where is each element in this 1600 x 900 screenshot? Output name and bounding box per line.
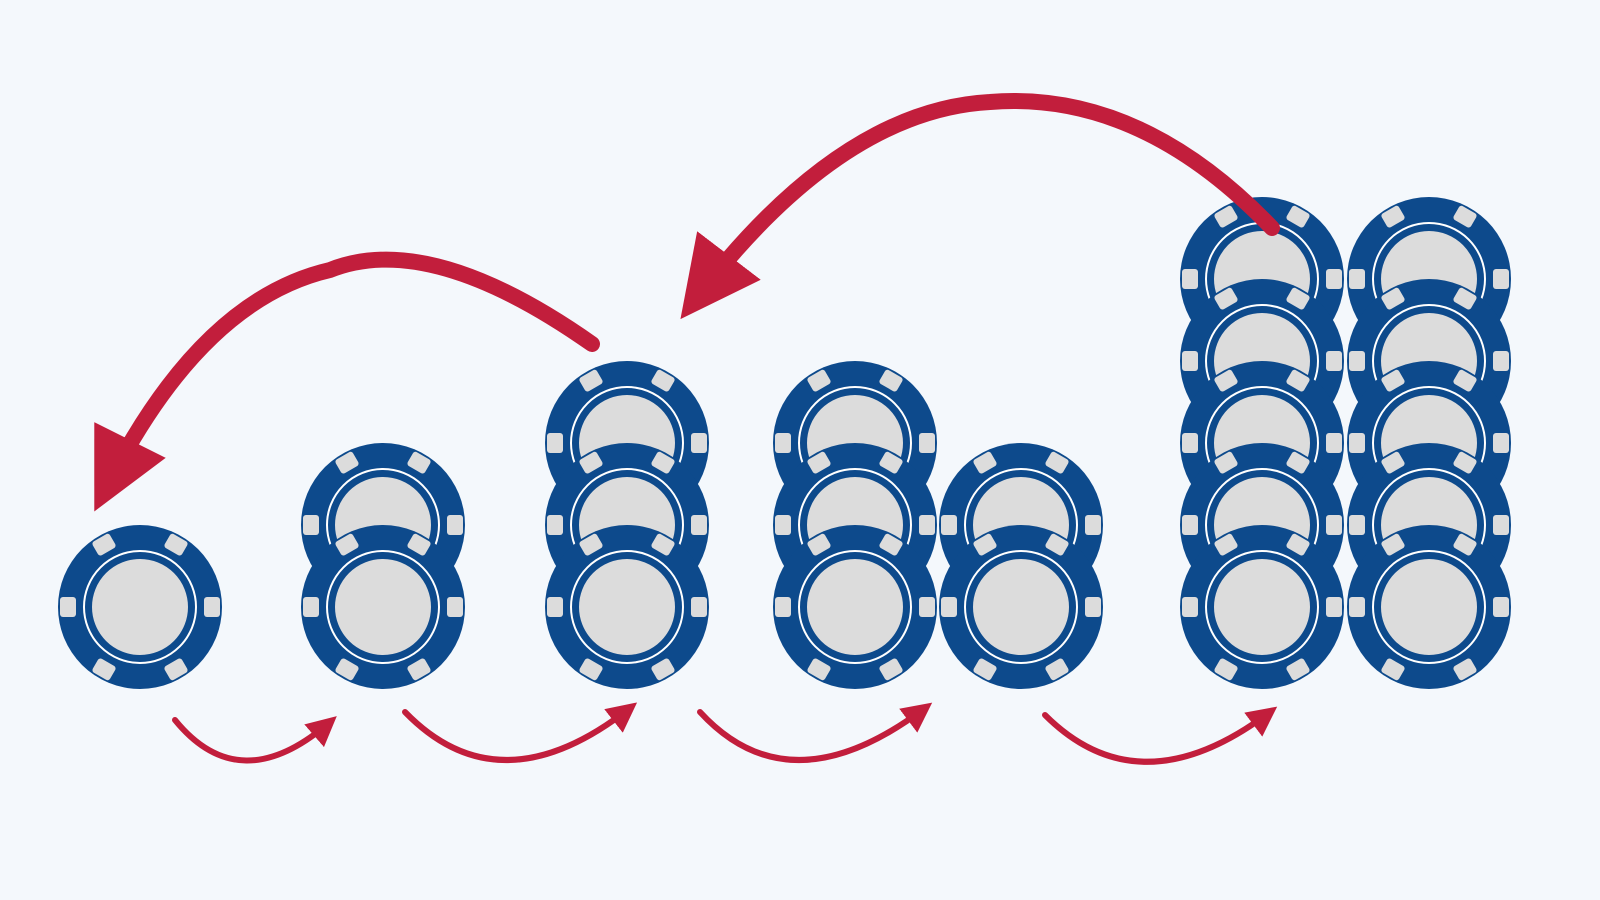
stack-3 — [545, 361, 709, 689]
poker-chip-icon — [773, 525, 937, 689]
stack-2 — [301, 443, 465, 689]
back-arrow-2 — [94, 251, 600, 512]
stack-4b — [939, 443, 1103, 689]
poker-chip-icon — [939, 525, 1103, 689]
chip-stacks — [58, 197, 1511, 689]
poker-chip-icon — [545, 525, 709, 689]
poker-chip-icon — [1180, 525, 1344, 689]
back-arrow-1 — [680, 93, 1280, 320]
stack-5b — [1347, 197, 1511, 689]
forward-arrow-2 — [402, 702, 638, 763]
forward-arrow-4 — [1042, 706, 1278, 765]
forward-arrow-1 — [172, 716, 337, 764]
forward-arrow-3 — [697, 702, 933, 763]
arrows — [94, 93, 1280, 765]
poker-chip-icon — [301, 525, 465, 689]
stack-4a — [773, 361, 937, 689]
poker-chip-icon — [1347, 525, 1511, 689]
stack-1 — [58, 525, 222, 689]
stack-5a — [1180, 197, 1344, 689]
poker-chip-icon — [58, 525, 222, 689]
